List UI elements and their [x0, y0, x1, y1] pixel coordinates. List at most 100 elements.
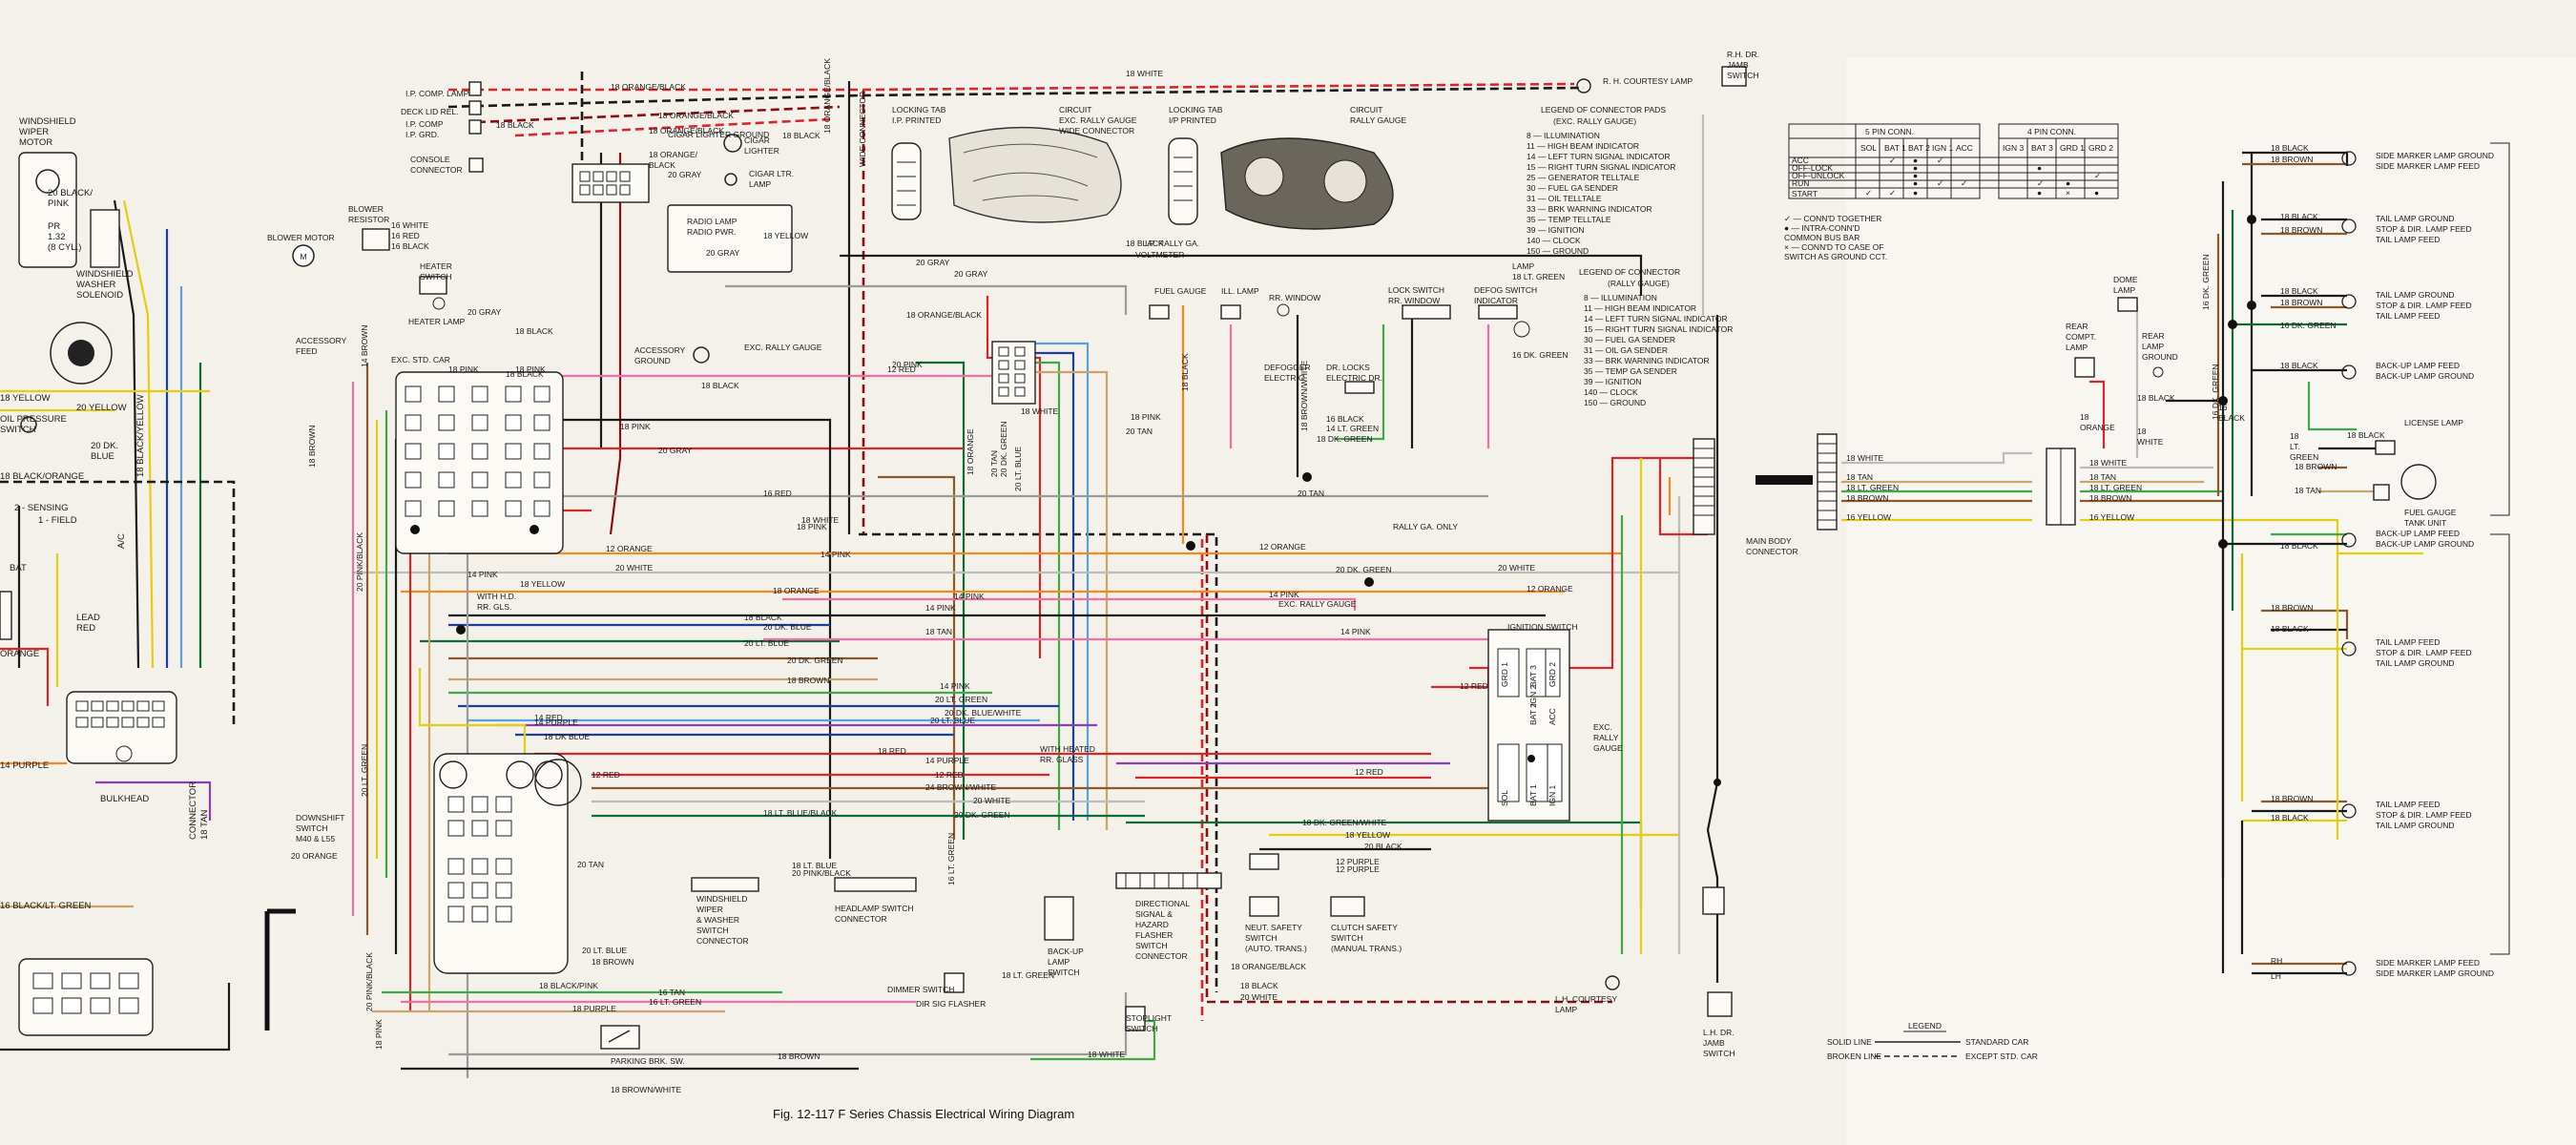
tail-lamps-icon [2341, 151, 2437, 976]
exc-rally-gauge-3: RALLY [1593, 733, 1619, 742]
w-20-lt-blue: 20 LT. BLUE [1013, 447, 1023, 491]
dir-sig-flasher: DIR SIG FLASHER [916, 999, 986, 1009]
lh-dr-jamb-switch: JAMB [1703, 1038, 1725, 1048]
generator-icon [0, 591, 12, 640]
w-14-brown: 14 BROWN [360, 325, 369, 367]
w-18-yellow: 18 YELLOW [0, 393, 51, 404]
w-20-dk-blue-mid: 20 DK. BLUE [763, 622, 812, 632]
wide-connector-tab-b: WIDE CONNECTOR [1059, 126, 1134, 135]
w-18-black-3: 18 BLACK [701, 381, 739, 390]
oil-pressure-switch-icon [20, 416, 37, 433]
w-18-pink-2: 18 PINK [620, 422, 651, 431]
ignition-pin: IGN 1 [1548, 785, 1557, 806]
legend-rally-item: 39 — IGNITION [1584, 377, 1641, 386]
w-14-pink-5: 14 PINK [1269, 590, 1299, 599]
w-18-white-4: 18 WHITE [1088, 1050, 1126, 1059]
w-18-black-r3: 18 BLACK [2280, 212, 2318, 221]
w-18-brown-r4: 18 BROWN [2280, 225, 2322, 235]
accessory-ground-2: GROUND [634, 356, 671, 365]
w-18-tan-r: 18 TAN [1846, 472, 1873, 482]
back-up-lamp-feed: BACK-UP LAMP FEED [2376, 361, 2460, 370]
w-18-pink-left: 18 PINK [448, 364, 479, 374]
ign-table-marks: ✓●✓ ●● ✓●✓ ✓● ✓✓● ●×● ●✓ [1865, 156, 2101, 198]
svg-text:●: ● [1913, 156, 1918, 165]
heater-switch: HEATER [420, 261, 452, 271]
with-heated-rr-glass-2: RR. GLASS [1040, 755, 1084, 764]
downshift-switch: DOWNSHIFT [296, 813, 344, 822]
cigar-lighter-ground: CIGAR LIGHTER GROUND [668, 130, 769, 139]
rr-window-defog-switch-2: DEFOG SWITCH [1474, 285, 1537, 295]
legend-pads-item: 30 — FUEL GA SENDER [1527, 183, 1618, 193]
w-18-brown-white-2: 18 BROWN/WHITE [611, 1085, 681, 1094]
rear-compt-lamp-3: LAMP [2066, 343, 2088, 352]
w-18-white-r: 18 WHITE [1846, 453, 1884, 463]
w-18-black-v: 18 BLACK [1180, 353, 1190, 391]
legend-solid: SOLID LINE [1827, 1037, 1872, 1047]
stoplight-switch: STOPLIGHT [1126, 1013, 1172, 1023]
lower-left-connector-icon [18, 958, 154, 1036]
w-20-dk-green-mid: 20 DK. GREEN [787, 656, 843, 665]
bat: BAT [10, 563, 27, 573]
w-18-orange-black-2: 18 ORANGE/BLACK [658, 111, 734, 120]
rear-lamp-ground: REAR [2142, 331, 2165, 341]
indicator-lamp-2: LAMP [1512, 261, 1534, 271]
w-18-orange: 18 ORANGE [966, 428, 975, 475]
w-18-purple: 18 PURPLE [572, 1004, 616, 1013]
ignition-switch-table: 5 PIN CONN. 4 PIN CONN. ✓●✓ ●● ✓●✓ ✓● ✓✓… [1788, 123, 2119, 199]
svg-text:×: × [2066, 188, 2070, 198]
w-16-yellow-r2: 16 YELLOW [2089, 512, 2134, 522]
w-18-black-r4: 18 BLACK [2280, 286, 2318, 296]
w-14-purple-left: 14 PURPLE [0, 760, 49, 771]
legend-broken-meaning: EXCEPT STD. CAR [1965, 1051, 2038, 1061]
dome-lamp-2: LAMP [2113, 285, 2135, 295]
dome-lamp: DOME [2113, 275, 2138, 284]
w-16-red: 16 RED [391, 231, 420, 240]
fuel-gauge-tank-unit-2: TANK UNIT [2404, 518, 2446, 528]
directional-signal-flasher-switch-connector: FLASHER [1135, 930, 1173, 940]
downshift-switch-3: M40 & L55 [296, 834, 335, 843]
w-20-dk-green-2: 20 DK. GREEN [954, 810, 1010, 820]
w-18-brown-mid: 18 BROWN [787, 676, 829, 685]
svg-text:●: ● [2037, 163, 2042, 173]
tail-lamp-feed-d2: STOP & DIR. LAMP FEED [2376, 810, 2472, 820]
headlamp-switch-connector-icon [834, 877, 917, 892]
washer-label-2: WASHER [76, 280, 115, 290]
console-connector: CONSOLE [410, 155, 450, 164]
rear-compt-lamp: REAR [2066, 322, 2088, 331]
windshield-wiper-motor-icon [18, 152, 77, 268]
fuel-gauge-tank-unit: FUEL GAUGE [2404, 508, 2457, 517]
w-18-black-top: 18 BLACK [496, 120, 534, 130]
tail-lamp-ground-b: TAIL LAMP GROUND [2376, 290, 2455, 300]
windshield-wiper-washer-switch-connector: & WASHER [696, 915, 739, 925]
license-lamp: LICENSE LAMP [2404, 418, 2463, 427]
w-18-brown-3: 18 BROWN [778, 1051, 820, 1061]
w-red: RED [76, 623, 95, 634]
directional-signal-flasher-switch-connector: CONNECTOR [1135, 951, 1188, 961]
ac-lead: A/C [116, 533, 127, 549]
w-18-lt-green-r3: 18 [2290, 431, 2299, 441]
washer-label: WINDSHIELD [76, 269, 134, 280]
exc-std-car-switch-block-icon [395, 371, 564, 554]
ign-col: ACC [1956, 143, 1973, 153]
bulkhead-2: CONNECTOR [188, 781, 198, 840]
svg-text:✓: ✓ [1889, 156, 1896, 165]
w-18-lt-green-r4: LT. [2290, 442, 2300, 451]
svg-text:●: ● [1913, 163, 1918, 173]
windshield-wiper-washer-switch-connector: WINDSHIELD [696, 894, 747, 904]
w-18-lt-green: 18 LT. GREEN [1512, 272, 1565, 281]
ip-grd: I.P. GRD. [405, 130, 439, 139]
washer-solenoid-icon [50, 209, 120, 385]
neut-safety-switch-icon [1249, 853, 1365, 917]
ign-row: RUN [1792, 178, 1809, 188]
w-12-orange-3: 12 ORANGE [1527, 584, 1573, 593]
w-18-brown-r6: 18 BROWN [2271, 603, 2313, 613]
w-16-black-r2: BLACK [2218, 413, 2245, 423]
parking-brk-sw: PARKING BRK. SW. [611, 1056, 685, 1066]
main-body-connector-icon [1693, 438, 1813, 535]
heater-lamp: HEATER LAMP [408, 317, 466, 326]
legend-pads-item: 150 — GROUND [1527, 246, 1589, 256]
w-12-red-4: 12 RED [1355, 767, 1383, 777]
legend-rally-title: LEGEND OF CONNECTOR [1579, 267, 1680, 277]
rh-label: RH [2271, 956, 2282, 966]
ip-comp-lamp-connector-icon [468, 81, 484, 173]
